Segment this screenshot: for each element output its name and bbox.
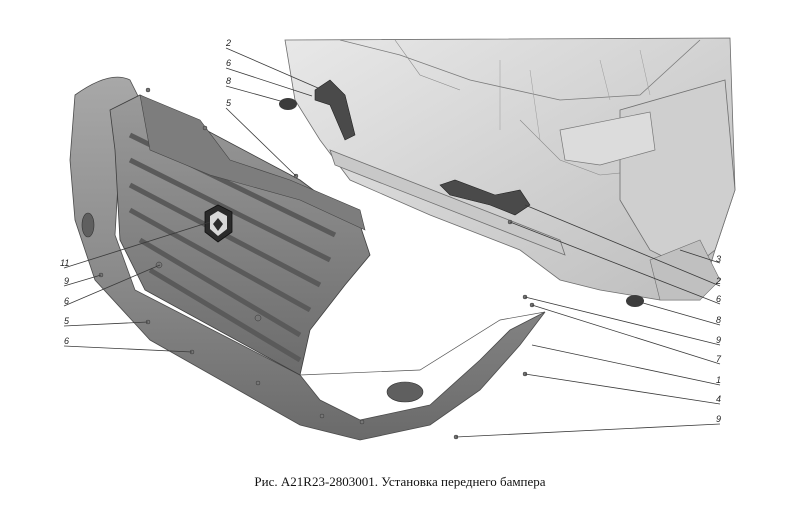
callout-5-top: 5 xyxy=(226,98,232,108)
callout-labels: 2 6 8 5 11 9 6 5 6 3 2 6 8 9 7 1 4 9 xyxy=(60,38,722,424)
callout-2-top: 2 xyxy=(225,38,231,48)
clip xyxy=(254,314,262,322)
clip xyxy=(202,125,208,131)
vehicle-front-frame xyxy=(284,37,736,301)
pad-right xyxy=(626,295,644,307)
callout-3: 3 xyxy=(716,254,721,264)
callout-8-right: 8 xyxy=(716,315,721,325)
clip xyxy=(145,87,151,93)
gaz-emblem xyxy=(204,204,233,243)
front-bumper xyxy=(69,76,546,441)
callout-9-left: 9 xyxy=(64,276,69,286)
callout-7: 7 xyxy=(716,354,722,364)
callout-11: 11 xyxy=(60,258,69,268)
clip xyxy=(319,413,325,419)
callout-5-left: 5 xyxy=(64,316,70,326)
pad-left xyxy=(279,98,297,110)
clip xyxy=(255,380,261,386)
fog-lamp-recess-left xyxy=(81,212,95,238)
leader-lines xyxy=(63,47,721,438)
callout-2-right: 2 xyxy=(715,276,721,286)
bumper-mount-bracket-right xyxy=(439,179,531,216)
figure-caption: Рис. А21R23-2803001. Установка переднего… xyxy=(254,474,546,489)
bumper-mount-bracket-left xyxy=(314,79,356,141)
fog-lamp-recess xyxy=(386,381,424,403)
callout-9-bottom: 9 xyxy=(716,414,721,424)
callout-4: 4 xyxy=(716,394,721,404)
callout-9-right: 9 xyxy=(716,335,721,345)
radiator-grille xyxy=(109,94,371,376)
callout-6-left: 6 xyxy=(64,296,69,306)
callout-1: 1 xyxy=(716,375,721,385)
callout-6-right: 6 xyxy=(716,294,721,304)
callout-6-top: 6 xyxy=(226,58,231,68)
fasteners xyxy=(98,87,535,440)
callout-6-bottom: 6 xyxy=(64,336,69,346)
clip xyxy=(359,419,365,425)
callout-8-top: 8 xyxy=(226,76,231,86)
